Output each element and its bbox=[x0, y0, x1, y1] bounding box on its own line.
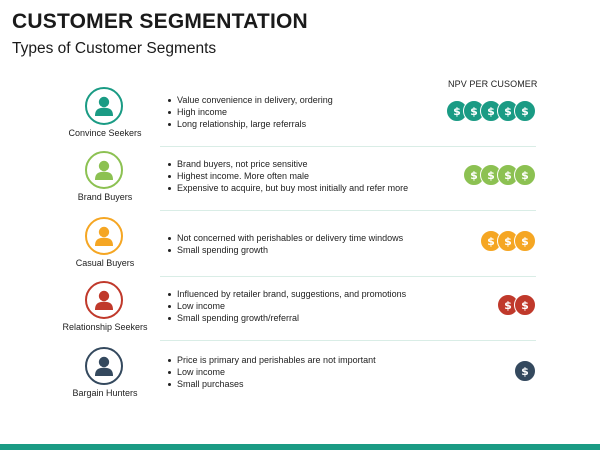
segment-name: Bargain Hunters bbox=[72, 388, 138, 398]
segment-identity: Relationship Seekers bbox=[55, 278, 155, 344]
segment-row: Relationship Seekers Influenced by retail… bbox=[0, 278, 600, 344]
segment-trait: Brand buyers, not price sensitive bbox=[165, 158, 408, 170]
segment-trait: Influenced by retailer brand, suggestion… bbox=[165, 288, 406, 300]
segment-name: Casual Buyers bbox=[75, 258, 135, 268]
npv-coins: $$ bbox=[497, 294, 536, 316]
npv-coins: $$$ bbox=[480, 230, 536, 252]
dollar-coin-icon: $ bbox=[446, 100, 468, 122]
segment-identity: Bargain Hunters bbox=[55, 344, 155, 410]
segment-trait: Small spending growth/referral bbox=[165, 312, 406, 324]
segment-name: Convince Seekers bbox=[68, 128, 142, 138]
segment-name: Relationship Seekers bbox=[62, 322, 148, 332]
page-title: CUSTOMER SEGMENTATION bbox=[12, 10, 308, 33]
dollar-coin-icon: $ bbox=[514, 360, 536, 382]
segment-traits-list: Not concerned with perishables or delive… bbox=[165, 232, 403, 256]
segment-trait: Expensive to acquire, but buy most initi… bbox=[165, 182, 408, 194]
segment-row: Bargain Hunters Price is primary and peri… bbox=[0, 344, 600, 410]
page-subtitle: Types of Customer Segments bbox=[12, 40, 217, 57]
segment-trait: Highest income. More often male bbox=[165, 170, 408, 182]
dollar-coin-icon: $ bbox=[480, 164, 502, 186]
dollar-coin-icon: $ bbox=[514, 294, 536, 316]
segment-trait: Small purchases bbox=[165, 378, 376, 390]
segment-row: Convince Seekers Value convenience in del… bbox=[0, 84, 600, 150]
npv-column-header: NPV PER CUSOMER bbox=[448, 79, 538, 89]
segment-traits-list: Influenced by retailer brand, suggestion… bbox=[165, 288, 406, 324]
npv-coins: $$$$ bbox=[463, 164, 536, 186]
segment-identity: Convince Seekers bbox=[55, 84, 155, 150]
dollar-coin-icon: $ bbox=[480, 100, 502, 122]
row-divider bbox=[160, 146, 536, 147]
row-divider bbox=[160, 340, 536, 341]
row-divider bbox=[160, 210, 536, 211]
segment-row: Brand Buyers Brand buyers, not price sens… bbox=[0, 148, 600, 214]
segment-trait: Price is primary and perishables are not… bbox=[165, 354, 376, 366]
dollar-coin-icon: $ bbox=[514, 164, 536, 186]
segment-name: Brand Buyers bbox=[77, 192, 133, 202]
segment-trait: High income bbox=[165, 106, 333, 118]
segment-traits-list: Price is primary and perishables are not… bbox=[165, 354, 376, 390]
segment-trait: Not concerned with perishables or delive… bbox=[165, 232, 403, 244]
person-icon bbox=[85, 217, 123, 255]
npv-coins: $ bbox=[514, 360, 536, 382]
person-icon bbox=[85, 151, 123, 189]
segment-identity: Casual Buyers bbox=[55, 214, 155, 280]
npv-coins: $$$$$ bbox=[446, 100, 536, 122]
segment-trait: Low income bbox=[165, 366, 376, 378]
row-divider bbox=[160, 276, 536, 277]
segment-trait: Small spending growth bbox=[165, 244, 403, 256]
person-icon bbox=[85, 87, 123, 125]
dollar-coin-icon: $ bbox=[514, 230, 536, 252]
segment-trait: Low income bbox=[165, 300, 406, 312]
segment-trait: Long relationship, large referrals bbox=[165, 118, 333, 130]
dollar-coin-icon: $ bbox=[497, 100, 519, 122]
dollar-coin-icon: $ bbox=[497, 230, 519, 252]
dollar-coin-icon: $ bbox=[514, 100, 536, 122]
segment-row: Casual Buyers Not concerned with perishab… bbox=[0, 214, 600, 280]
segment-identity: Brand Buyers bbox=[55, 148, 155, 214]
person-icon bbox=[85, 281, 123, 319]
person-icon bbox=[85, 347, 123, 385]
segment-trait: Value convenience in delivery, ordering bbox=[165, 94, 333, 106]
dollar-coin-icon: $ bbox=[497, 294, 519, 316]
bottom-accent-bar bbox=[0, 444, 600, 450]
